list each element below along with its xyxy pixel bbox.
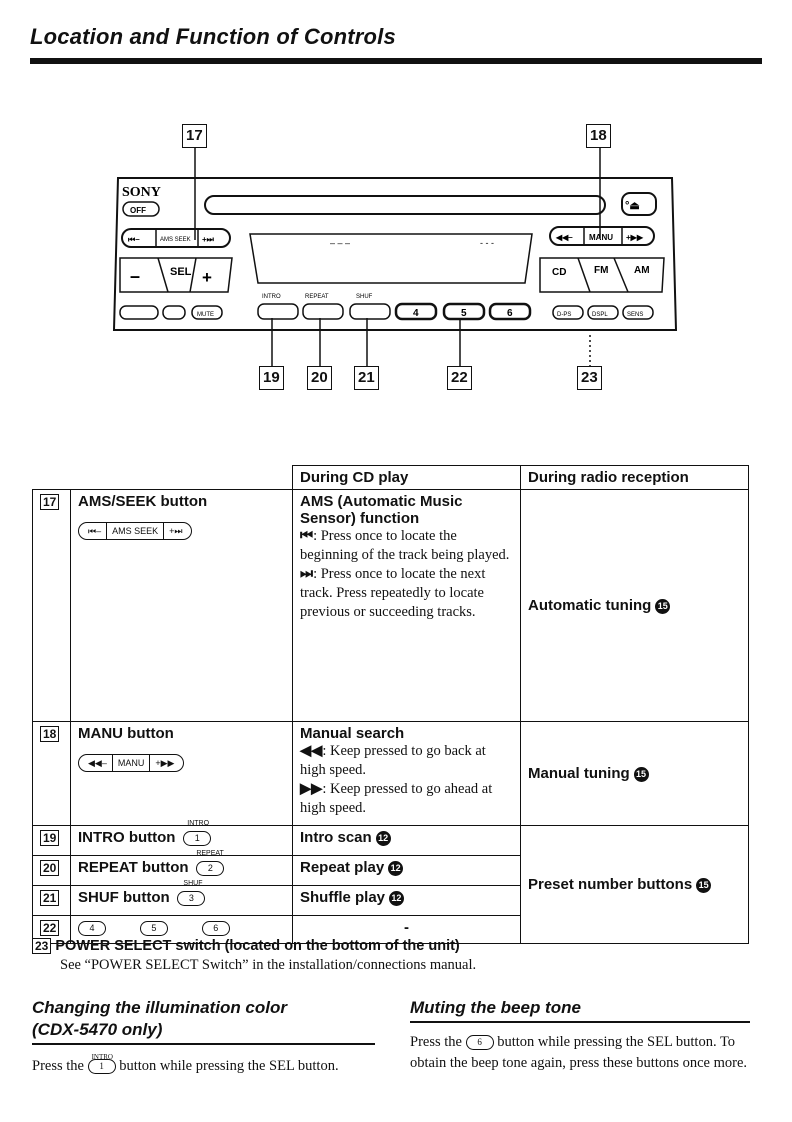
preset-button-6 xyxy=(488,302,532,321)
ams-seek-button-icon: ⏮–AMS SEEK+⏭ xyxy=(78,522,285,541)
manu-button-icon: ◀◀–MANU+▶▶ xyxy=(78,754,285,773)
svg-text:°⏏: °⏏ xyxy=(625,200,640,212)
svg-text:SEL: SEL xyxy=(170,266,192,278)
svg-text:OFF: OFF xyxy=(130,206,146,215)
page-ref-icon: 15 xyxy=(655,598,671,614)
cd-function-text: ◀◀: Keep pressed to go back at high spee… xyxy=(300,743,493,816)
row-number: 20 xyxy=(40,860,60,876)
page-ref-icon: 15 xyxy=(633,766,649,782)
svg-text:⏮–: ⏮– xyxy=(128,235,140,244)
power-select-text: See “POWER SELECT Switch” in the install… xyxy=(60,957,477,973)
row-number: 21 xyxy=(40,890,60,906)
preset-5-button-icon: 5 xyxy=(139,920,168,936)
callout-20: 20 xyxy=(307,366,332,390)
svg-text:MUTE: MUTE xyxy=(197,312,214,318)
page-ref-icon: 15 xyxy=(696,877,712,893)
beep-heading: Muting the beep tone xyxy=(410,998,581,1017)
cd-function-title: AMS (Automatic Music Sensor) function xyxy=(300,493,463,527)
power-select-note: 23 POWER SELECT switch (located on the b… xyxy=(32,938,772,975)
beep-rule xyxy=(410,1021,750,1023)
svg-text:SENS: SENS xyxy=(627,312,643,318)
callout-18: 18 xyxy=(586,124,611,148)
svg-text:SONY: SONY xyxy=(122,185,161,200)
header-cd: During CD play xyxy=(292,465,521,490)
page-ref-icon: 12 xyxy=(388,860,404,876)
svg-text:+▶▶: +▶▶ xyxy=(626,233,644,242)
radio-function: Manual tuning xyxy=(528,765,630,782)
row-label: MANU button xyxy=(78,725,174,742)
preset-button-5 xyxy=(442,302,486,321)
svg-text:MANU: MANU xyxy=(589,233,613,242)
row-number: 23 xyxy=(32,938,52,954)
svg-text:DSPL: DSPL xyxy=(592,312,608,318)
svg-text:+⏭: +⏭ xyxy=(202,235,215,244)
page-ref-icon: 12 xyxy=(375,830,391,846)
preset-label-5: 5 xyxy=(461,308,467,319)
svg-text:- - -: - - - xyxy=(480,238,494,248)
radio-function: Preset number buttons xyxy=(528,876,693,893)
preset-label-6: 6 xyxy=(507,308,513,319)
row-number: 18 xyxy=(40,726,60,742)
callout-19: 19 xyxy=(259,366,284,390)
callout-22: 22 xyxy=(447,366,472,390)
row-label: REPEAT button xyxy=(78,859,189,876)
cd-function: Shuffle play xyxy=(300,889,386,906)
title-rule xyxy=(30,58,762,64)
page-ref-icon: 12 xyxy=(388,890,404,906)
svg-text:AMS SEEK: AMS SEEK xyxy=(160,237,191,243)
row-label: AMS/SEEK button xyxy=(78,493,208,510)
preset-button-1 xyxy=(257,303,299,320)
callout-21: 21 xyxy=(354,366,379,390)
preset-6-button-icon: 6 xyxy=(201,920,230,936)
svg-text:FM: FM xyxy=(594,265,608,276)
radio-function: Automatic tuning xyxy=(528,597,652,614)
row-number: 19 xyxy=(40,830,60,846)
cd-function: Repeat play xyxy=(300,859,385,876)
power-select-title: POWER SELECT switch (located on the bott… xyxy=(55,938,460,954)
preset-label-4: 4 xyxy=(413,308,419,319)
svg-text:◀◀–: ◀◀– xyxy=(555,233,573,242)
beep-text: Press the 6 button while pressing the SE… xyxy=(410,1034,748,1071)
svg-text:–: – xyxy=(130,266,140,286)
svg-text:– – –: – – – xyxy=(330,238,350,248)
controls-table: During CD play During radio reception 17… xyxy=(32,465,749,944)
preset-button-4 xyxy=(394,302,438,321)
cd-function-text: ⏮: Press once to locate the beginning of… xyxy=(300,528,510,620)
unit-diagram: – – – - - - °⏏ OFF ⏮– AMS SEEK +⏭ ◀◀– MA… xyxy=(112,148,678,366)
row-label: INTRO button xyxy=(78,829,176,846)
illumination-rule xyxy=(32,1043,375,1045)
row-label: SHUF button xyxy=(78,889,170,906)
cd-function: Intro scan xyxy=(300,829,372,846)
preset-4-button-icon: 4 xyxy=(78,920,106,936)
svg-text:CD: CD xyxy=(552,267,566,278)
svg-text:SHUF: SHUF xyxy=(356,294,373,300)
callout-17: 17 xyxy=(182,124,207,148)
svg-text:+: + xyxy=(202,268,212,287)
preset-button-3 xyxy=(349,303,391,320)
row-number: 22 xyxy=(40,920,60,936)
header-radio: During radio reception xyxy=(520,465,749,490)
callout-23: 23 xyxy=(577,366,602,390)
preset-6-button-icon: 6 xyxy=(465,1035,494,1051)
illumination-heading: Changing the illumination color (CDX-547… xyxy=(32,998,287,1039)
row-number: 17 xyxy=(40,494,60,510)
cd-function-title: Manual search xyxy=(300,725,405,742)
svg-text:REPEAT: REPEAT xyxy=(305,294,329,300)
svg-text:INTRO: INTRO xyxy=(262,294,281,300)
page-title: Location and Function of Controls xyxy=(30,24,396,49)
cd-function: - xyxy=(404,919,409,936)
preset-button-2 xyxy=(302,303,344,320)
svg-text:AM: AM xyxy=(634,265,650,276)
svg-text:D-PS: D-PS xyxy=(557,312,571,318)
